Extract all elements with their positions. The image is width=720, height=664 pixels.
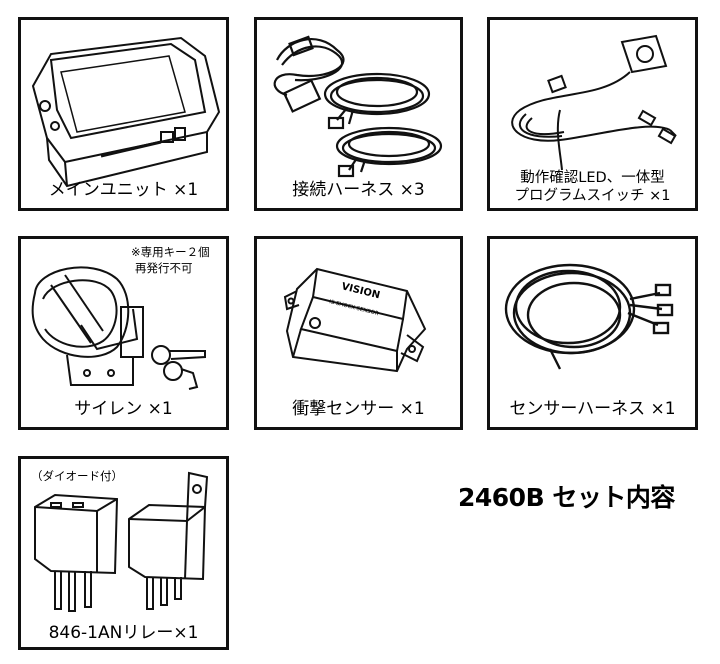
siren-illustration: [31, 266, 206, 390]
sensor-harness-illustration: [504, 263, 674, 370]
relay-note: （ダイオード付）: [31, 469, 123, 483]
item-card-led-switch: 動作確認LED、一体型 プログラムスイッチ ×1: [487, 17, 698, 211]
item-card-relay: （ダイオード付） 846-1ANリレー×1: [18, 456, 229, 650]
harness-illustration: [273, 35, 443, 178]
siren-note-line2: 再発行不可: [135, 261, 193, 275]
relay-label: 846-1ANリレー×1: [48, 623, 199, 643]
led-switch-label-line1: 動作確認LED、一体型: [520, 170, 665, 186]
relay-illustration: [34, 471, 209, 612]
shock-sensor-illustration: VISION IS SHOCK SENSOR: [283, 267, 427, 373]
item-card-siren: ※専用キー２個 再発行不可 サイレン ×1: [18, 236, 229, 430]
siren-label: サイレン ×1: [74, 399, 173, 419]
main-unit-illustration: [31, 36, 221, 188]
led-switch-label-line2: プログラムスイッチ ×1: [514, 188, 671, 204]
led-switch-illustration: [511, 34, 677, 171]
item-card-main-unit: メインユニット ×1: [18, 17, 229, 211]
item-card-shock-sensor: VISION IS SHOCK SENSOR 衝撃センサー ×1: [254, 236, 463, 430]
item-card-sensor-harness: センサーハーネス ×1: [487, 236, 698, 430]
harness-label: 接続ハーネス ×3: [292, 180, 425, 200]
item-card-connection-harness: 接続ハーネス ×3: [254, 17, 463, 211]
shock-sensor-label: 衝撃センサー ×1: [292, 399, 425, 419]
sensor-harness-label: センサーハーネス ×1: [509, 399, 676, 419]
siren-note-line1: ※専用キー２個: [131, 245, 210, 259]
page-title: 2460B セット内容: [458, 483, 675, 512]
main-unit-label: メインユニット ×1: [48, 180, 199, 200]
